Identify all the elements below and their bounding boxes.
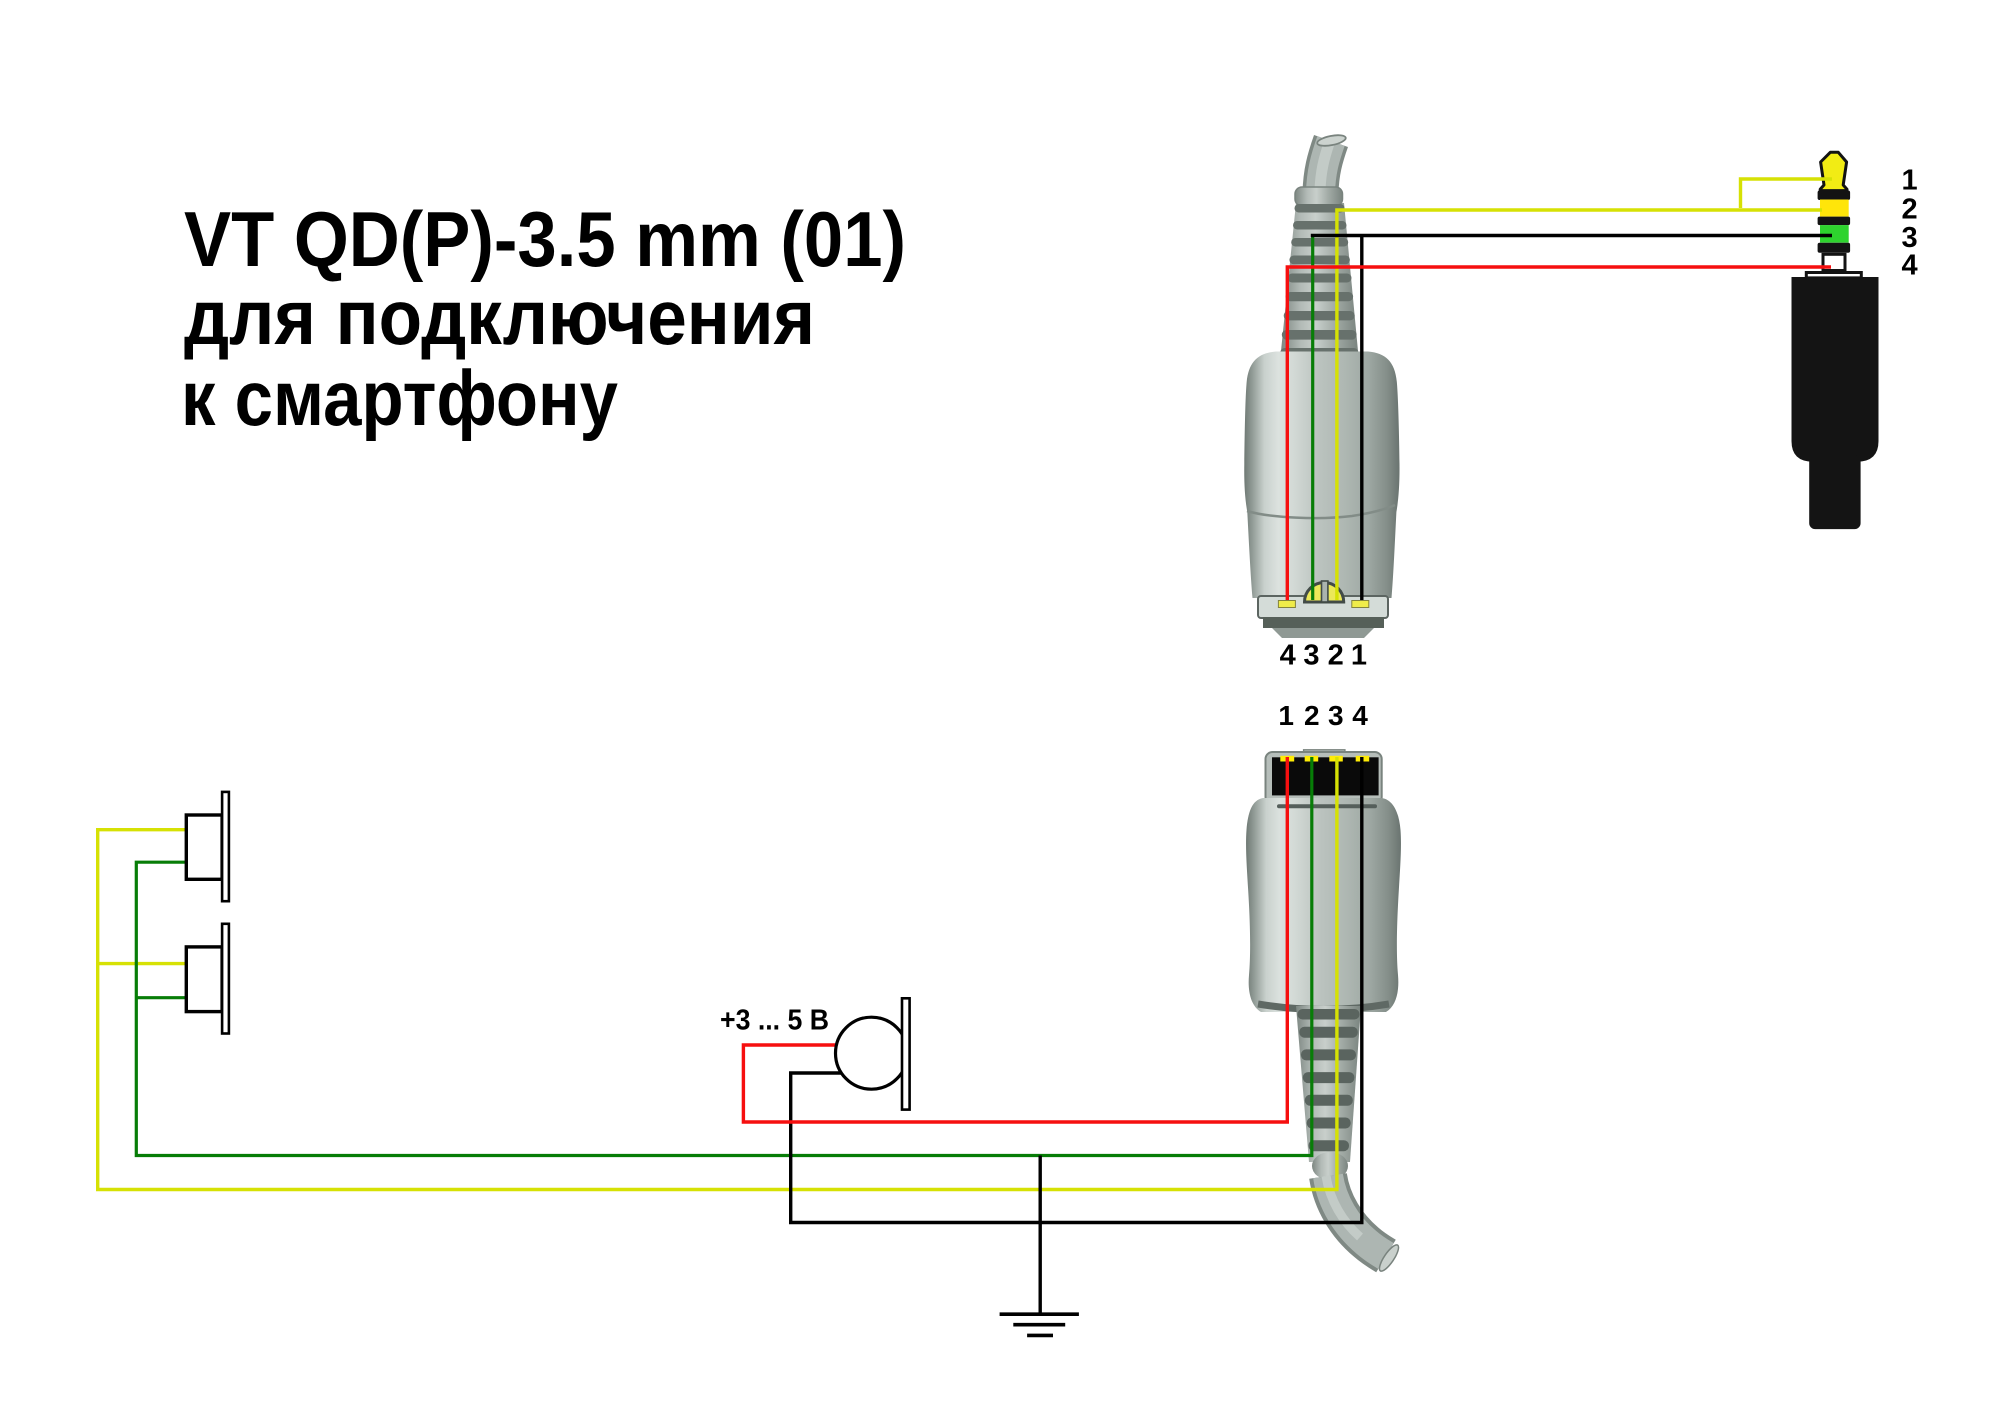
svg-text:1: 1 <box>1351 639 1367 671</box>
svg-text:+3 ... 5 В: +3 ... 5 В <box>720 1005 829 1037</box>
svg-text:2: 2 <box>1328 639 1344 671</box>
svg-text:3: 3 <box>1328 700 1344 731</box>
svg-text:3: 3 <box>1902 222 1918 254</box>
svg-text:4: 4 <box>1902 250 1918 282</box>
svg-text:3: 3 <box>1303 639 1319 671</box>
svg-text:1: 1 <box>1902 165 1918 197</box>
svg-text:2: 2 <box>1902 194 1918 226</box>
svg-text:2: 2 <box>1304 700 1320 731</box>
svg-text:к смартфону: к смартфону <box>181 354 618 442</box>
svg-text:4: 4 <box>1280 639 1296 671</box>
svg-text:VT QD(P)-3.5 mm (01): VT QD(P)-3.5 mm (01) <box>184 195 906 283</box>
svg-text:4: 4 <box>1352 700 1368 731</box>
svg-text:1: 1 <box>1278 700 1294 731</box>
svg-text:для подключения: для подключения <box>184 273 815 361</box>
